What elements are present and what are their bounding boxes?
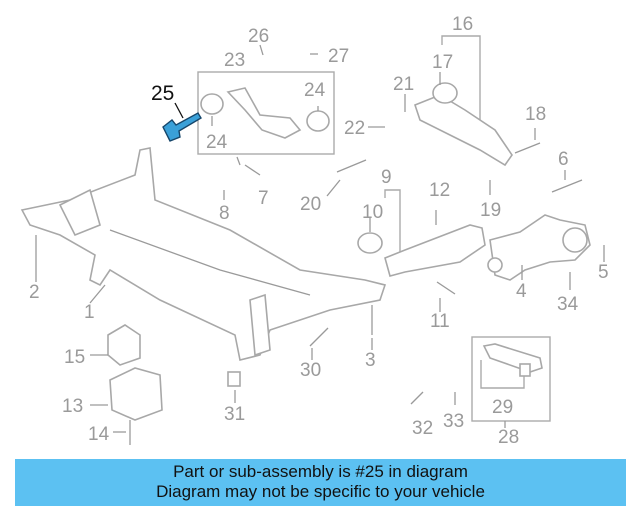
callout-18[interactable]: 18 [525,104,546,125]
callout-22[interactable]: 22 [344,118,365,139]
small-bolts [35,142,583,445]
callout-30[interactable]: 30 [300,360,321,381]
callout-25[interactable]: 25 [151,82,174,105]
callout-33[interactable]: 33 [443,411,464,432]
group-bracket-16 [441,35,481,120]
callout-8[interactable]: 8 [219,203,230,224]
callout-11[interactable]: 11 [430,311,450,332]
callout-4[interactable]: 4 [516,281,527,302]
callout-31[interactable]: 31 [224,404,245,425]
callout-27[interactable]: 27 [328,46,349,67]
bolt-25-highlighted[interactable] [162,102,202,142]
callout-24-right[interactable]: 24 [304,80,326,101]
callout-2[interactable]: 2 [29,282,40,303]
rear-subframe [20,147,387,361]
lower-control-arm-10 [357,224,486,277]
callout-3[interactable]: 3 [365,350,376,371]
callout-6[interactable]: 6 [558,149,569,170]
callout-19[interactable]: 19 [480,200,501,221]
lateral-link-28 [482,343,543,377]
callout-13[interactable]: 13 [62,396,83,417]
mounts [107,324,241,421]
callout-1[interactable]: 1 [84,302,95,323]
callout-10[interactable]: 10 [362,202,383,223]
callout-23[interactable]: 23 [224,50,245,71]
banner-line-1: Part or sub-assembly is #25 in diagram [173,462,468,481]
callout-labels: 26 27 23 24 24 16 17 21 22 18 6 20 9 12 … [29,14,609,448]
upper-arm-16 [414,82,513,167]
callout-16[interactable]: 16 [452,14,473,35]
callout-34[interactable]: 34 [557,294,579,315]
group-box-28 [471,336,551,422]
callout-26[interactable]: 26 [248,26,269,47]
callout-28[interactable]: 28 [498,427,519,448]
callout-21[interactable]: 21 [393,74,414,95]
leader-lines [35,44,605,433]
info-banner: Part or sub-assembly is #25 in diagram D… [15,459,626,506]
callout-14[interactable]: 14 [88,424,110,445]
callout-5[interactable]: 5 [598,262,609,283]
callout-32[interactable]: 32 [412,418,433,439]
callout-17[interactable]: 17 [432,52,453,73]
callout-7[interactable]: 7 [258,188,269,209]
group-bracket-29 [480,360,525,389]
callout-20[interactable]: 20 [300,194,321,215]
callout-15[interactable]: 15 [64,347,85,368]
banner-line-2: Diagram may not be specific to your vehi… [156,482,485,501]
callout-9[interactable]: 9 [381,167,392,188]
trailing-arm [487,214,591,281]
upper-arm-23 [200,87,330,139]
parts-diagram: 26 27 23 24 24 16 17 21 22 18 6 20 9 12 … [20,14,609,448]
callout-24-left[interactable]: 24 [206,132,228,153]
group-bracket-9 [384,189,401,252]
callout-12[interactable]: 12 [429,180,450,201]
callout-29[interactable]: 29 [492,397,513,418]
